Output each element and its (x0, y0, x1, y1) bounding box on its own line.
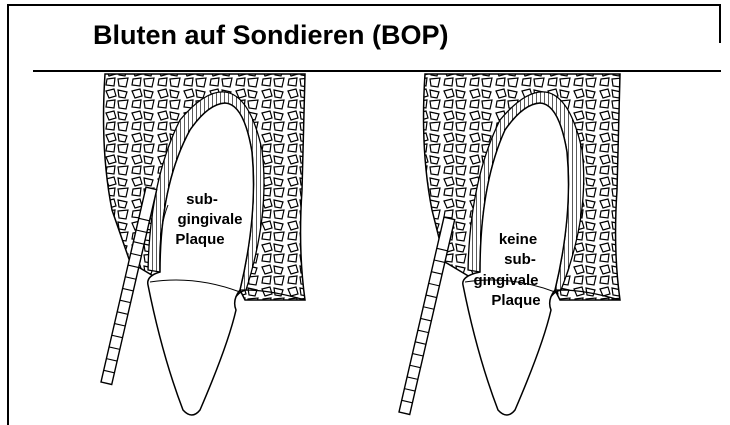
left-tooth-diagram: sub- gingivale Plaque (101, 74, 305, 415)
right-label-line-3: gingivale (473, 272, 538, 289)
left-label-line-3: Plaque (175, 231, 224, 248)
right-label-line-2: sub- (504, 251, 536, 268)
right-label-line-4: Plaque (491, 292, 540, 309)
left-label-line-2: gingivale (177, 211, 242, 228)
right-tooth-diagram: keine sub- gingivale Plaque (399, 74, 620, 415)
left-label-line-1: sub- (186, 191, 218, 208)
right-periodontal-probe (399, 217, 455, 414)
right-label-line-1: keine (499, 231, 537, 248)
